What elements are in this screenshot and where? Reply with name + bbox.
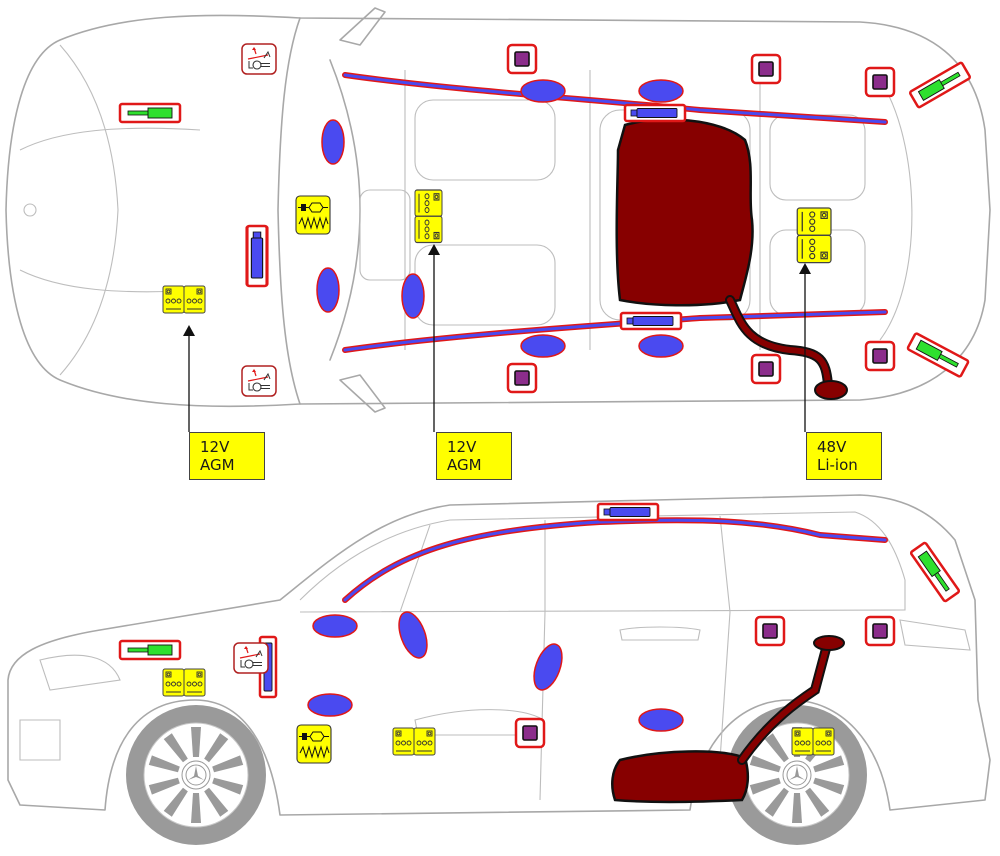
- battery-icon: [791, 727, 835, 756]
- callout-type: AGM: [447, 456, 482, 474]
- top-view-car-body: [5, 14, 991, 408]
- callout-voltage: 12V: [447, 438, 477, 456]
- airbag-icon: [316, 79, 684, 358]
- gas-strut-icon: [909, 541, 961, 603]
- seatbelt-pretensioner-icon: [750, 53, 782, 85]
- gas-strut-icon: [118, 639, 182, 661]
- top-view: [5, 7, 991, 432]
- gas-inflator-icon: [596, 502, 660, 522]
- callout-12v-agm-cabin: 12V AGM: [436, 432, 512, 480]
- pedestrian-protection-icon: [241, 43, 277, 75]
- seatbelt-pretensioner-icon: [754, 615, 786, 647]
- front-wheel: [125, 704, 267, 846]
- pedestrian-protection-icon: [233, 642, 269, 674]
- gas-strut-icon: [906, 331, 970, 379]
- battery-icon: [162, 668, 206, 697]
- gas-inflator-icon: [623, 103, 687, 123]
- battery-icon: [414, 189, 443, 244]
- seatbelt-pretensioner-icon: [514, 717, 546, 749]
- gas-inflator-icon: [619, 311, 683, 331]
- seatbelt-pretensioner-icon: [864, 615, 896, 647]
- seatbelt-pretensioner-icon: [750, 353, 782, 385]
- callout-type: AGM: [200, 456, 235, 474]
- callout-12v-agm-front: 12V AGM: [189, 432, 265, 480]
- battery-icon: [796, 207, 832, 264]
- fuel-tank-icon: [611, 635, 845, 804]
- gas-strut-icon: [118, 102, 182, 124]
- callout-voltage: 12V: [200, 438, 230, 456]
- battery-icon: [162, 285, 206, 314]
- callout-arrows: [188, 255, 806, 432]
- pedestrian-protection-icon: [241, 365, 277, 397]
- airbag-control-unit-icon: [295, 195, 331, 235]
- seatbelt-pretensioner-icon: [506, 43, 538, 75]
- seatbelt-pretensioner-icon: [506, 362, 538, 394]
- gas-inflator-icon: [245, 224, 269, 288]
- side-view: [7, 494, 991, 846]
- callout-type: Li-ion: [817, 456, 858, 474]
- seatbelt-pretensioner-icon: [864, 340, 896, 372]
- airbag-control-unit-icon: [296, 724, 332, 764]
- callout-voltage: 48V: [817, 438, 847, 456]
- gas-strut-icon: [908, 60, 972, 110]
- seatbelt-pretensioner-icon: [864, 66, 896, 98]
- callout-48v-li-ion: 48V Li-ion: [806, 432, 882, 480]
- battery-icon: [392, 727, 436, 756]
- fuel-tank-icon: [615, 118, 848, 400]
- airbag-icon: [307, 611, 684, 732]
- side-view-car-body: [7, 494, 991, 816]
